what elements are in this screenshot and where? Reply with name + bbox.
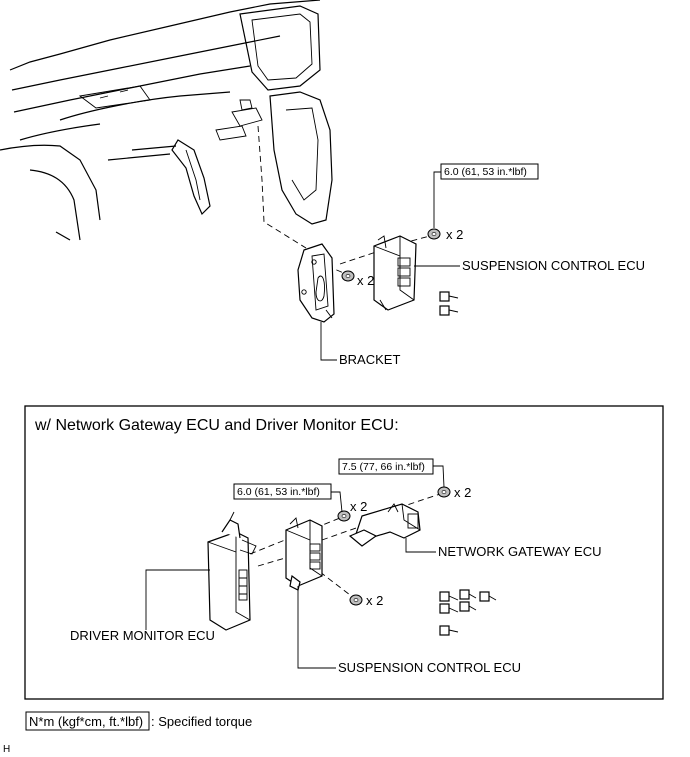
torque-value-inset-a: 6.0 (61, 53 in.*lbf) <box>237 486 320 498</box>
network-gateway-ecu <box>348 503 421 547</box>
driver-monitor-ecu-label: DRIVER MONITOR ECU <box>70 628 215 643</box>
inset-frame <box>24 405 664 700</box>
connectors-inset <box>439 589 497 636</box>
nut-inset-b <box>437 486 451 498</box>
nut-qty-inset-a: x 2 <box>350 499 367 514</box>
nut-qty-top-left: x 2 <box>357 273 374 288</box>
torque-box-inset-a <box>233 483 332 500</box>
nut-inset-a <box>337 510 351 522</box>
legend-text: : Specified torque <box>151 714 252 729</box>
bracket-label: BRACKET <box>339 352 400 367</box>
nut-top-right <box>427 228 441 240</box>
dashboard-illustration <box>0 0 333 241</box>
suspension-ecu-label-top: SUSPENSION CONTROL ECU <box>462 258 645 273</box>
suspension-control-ecu-top <box>373 235 417 311</box>
nut-inset-c <box>349 594 363 606</box>
torque-box-inset-b <box>338 458 434 475</box>
torque-value-inset-b: 7.5 (77, 66 in.*lbf) <box>342 461 425 473</box>
corner-code: H <box>3 744 10 755</box>
suspension-control-ecu-inset <box>285 517 323 591</box>
legend-unit-box <box>25 711 150 731</box>
nut-top-left <box>341 270 355 282</box>
torque-value-top: 6.0 (61, 53 in.*lbf) <box>444 166 527 178</box>
network-gateway-ecu-label: NETWORK GATEWAY ECU <box>438 544 601 559</box>
driver-monitor-ecu <box>207 511 257 631</box>
bracket <box>297 243 335 323</box>
suspension-ecu-label-inset: SUSPENSION CONTROL ECU <box>338 660 521 675</box>
inset-heading: w/ Network Gateway ECU and Driver Monito… <box>34 417 399 434</box>
nut-qty-inset-c: x 2 <box>366 593 383 608</box>
legend-unit: N*m (kgf*cm, ft.*lbf) <box>29 714 143 729</box>
nut-qty-top-right: x 2 <box>446 227 463 242</box>
nut-qty-inset-b: x 2 <box>454 485 471 500</box>
connectors-top <box>439 291 459 316</box>
torque-box-top <box>440 163 539 180</box>
